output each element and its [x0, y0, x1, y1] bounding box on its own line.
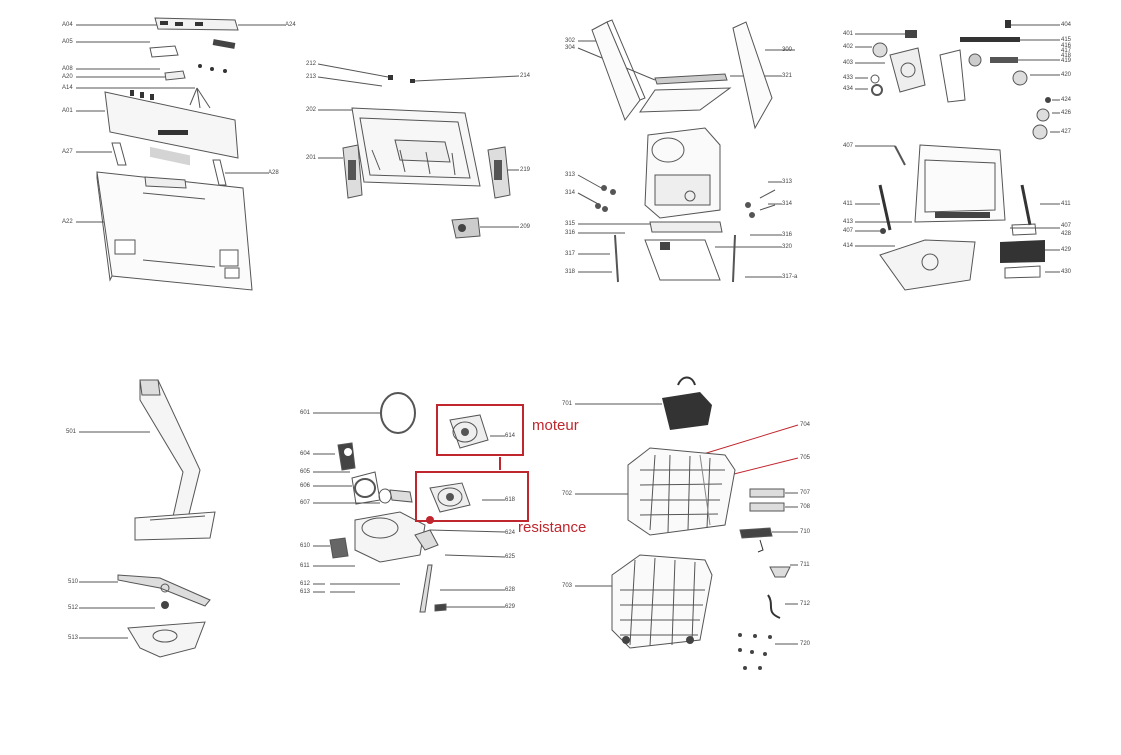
- part-label: 510: [68, 579, 79, 585]
- part-label: 407: [843, 143, 854, 149]
- part-label: 607: [300, 500, 311, 506]
- part-label: 418: [1061, 53, 1072, 59]
- part-label: 427: [1061, 129, 1072, 135]
- group-4-base: [855, 20, 1060, 290]
- part-label: 601: [300, 410, 311, 416]
- part-label: 629: [505, 604, 516, 610]
- part-label: 625: [505, 554, 516, 560]
- part-label: A28: [268, 170, 279, 176]
- part-label: 610: [300, 543, 311, 549]
- part-label: 202: [306, 107, 317, 113]
- group-3-cabinet: [578, 20, 795, 282]
- annotation-moteur: moteur: [532, 417, 579, 434]
- part-label: 628: [505, 587, 516, 593]
- part-label: 415: [1061, 37, 1072, 43]
- part-label: 501: [66, 429, 77, 435]
- part-label: 711: [800, 562, 810, 568]
- part-label: 401: [843, 31, 854, 37]
- part-label: 411: [1061, 201, 1071, 207]
- part-label: 426: [1061, 110, 1072, 116]
- part-label: 701: [562, 401, 573, 407]
- part-label: 433: [843, 75, 854, 81]
- part-label: 424: [1061, 97, 1072, 103]
- part-label: 419: [1061, 58, 1072, 64]
- part-label: A04: [62, 22, 73, 28]
- part-label: 411: [843, 201, 853, 207]
- part-label: 403: [843, 60, 854, 66]
- part-label: 201: [306, 155, 317, 161]
- part-label: A24: [285, 22, 296, 28]
- part-label: 606: [300, 483, 311, 489]
- part-label: 604: [300, 451, 311, 457]
- part-label: 404: [1061, 22, 1072, 28]
- part-label: 618: [505, 497, 516, 503]
- part-label: 219: [520, 167, 531, 173]
- part-label: 513: [68, 635, 79, 641]
- part-label: 704: [800, 422, 811, 428]
- group-5-spray-arm: [79, 380, 215, 657]
- part-label: 213: [306, 74, 317, 80]
- part-label: 702: [562, 491, 573, 497]
- part-label: 302: [565, 38, 576, 44]
- part-label: A20: [62, 74, 73, 80]
- part-label: 605: [300, 469, 311, 475]
- part-label: A01: [62, 108, 73, 114]
- part-label: 304: [565, 45, 576, 51]
- part-label: A05: [62, 39, 73, 45]
- part-label: 314: [782, 201, 793, 207]
- part-label: 614: [505, 433, 516, 439]
- part-label: 414: [843, 243, 854, 249]
- part-label: 705: [800, 455, 811, 461]
- part-label: 321: [782, 73, 793, 79]
- part-label: 313: [565, 172, 576, 178]
- part-label: 413: [843, 219, 854, 225]
- part-label: A08: [62, 66, 73, 72]
- part-label: 512: [68, 605, 79, 611]
- part-label: 313: [782, 179, 793, 185]
- part-label: 708: [800, 504, 811, 510]
- part-label: 209: [520, 224, 531, 230]
- part-label: 314: [565, 190, 576, 196]
- part-label: A27: [62, 149, 73, 155]
- part-label: A14: [62, 85, 73, 91]
- part-label: 712: [800, 601, 811, 607]
- part-label: 316: [565, 230, 576, 236]
- group-6-sump: [313, 393, 528, 612]
- part-label: 428: [1061, 231, 1072, 237]
- part-label: 420: [1061, 72, 1072, 78]
- part-label: 212: [306, 61, 317, 67]
- part-label: 315: [565, 221, 576, 227]
- part-label: 317-a: [782, 274, 798, 280]
- part-label: 430: [1061, 269, 1072, 275]
- part-label: 613: [300, 589, 311, 595]
- group-7-baskets: [575, 378, 798, 670]
- group-2-frame: [318, 64, 519, 238]
- part-label: 320: [782, 244, 793, 250]
- part-label: 416: [1061, 43, 1072, 49]
- part-label: A22: [62, 219, 73, 225]
- part-label: 710: [800, 529, 811, 535]
- part-label: 407: [1061, 223, 1072, 229]
- annotation-resistance: resistance: [518, 519, 587, 536]
- part-label: 318: [565, 269, 576, 275]
- part-label: 316: [782, 232, 793, 238]
- part-label: 429: [1061, 247, 1072, 253]
- part-label: 624: [505, 530, 516, 536]
- part-label: 317: [565, 251, 576, 257]
- part-label: 417: [1061, 48, 1072, 54]
- part-label: 611: [300, 563, 310, 569]
- part-label: 402: [843, 44, 854, 50]
- part-label: 407: [843, 228, 854, 234]
- part-label: 703: [562, 583, 573, 589]
- group-a-door: [76, 18, 285, 290]
- part-label: 300: [782, 47, 793, 53]
- part-label: 612: [300, 581, 311, 587]
- part-label: 720: [800, 641, 811, 647]
- part-label: 434: [843, 86, 854, 92]
- part-label: 707: [800, 490, 811, 496]
- part-label: 214: [520, 73, 531, 79]
